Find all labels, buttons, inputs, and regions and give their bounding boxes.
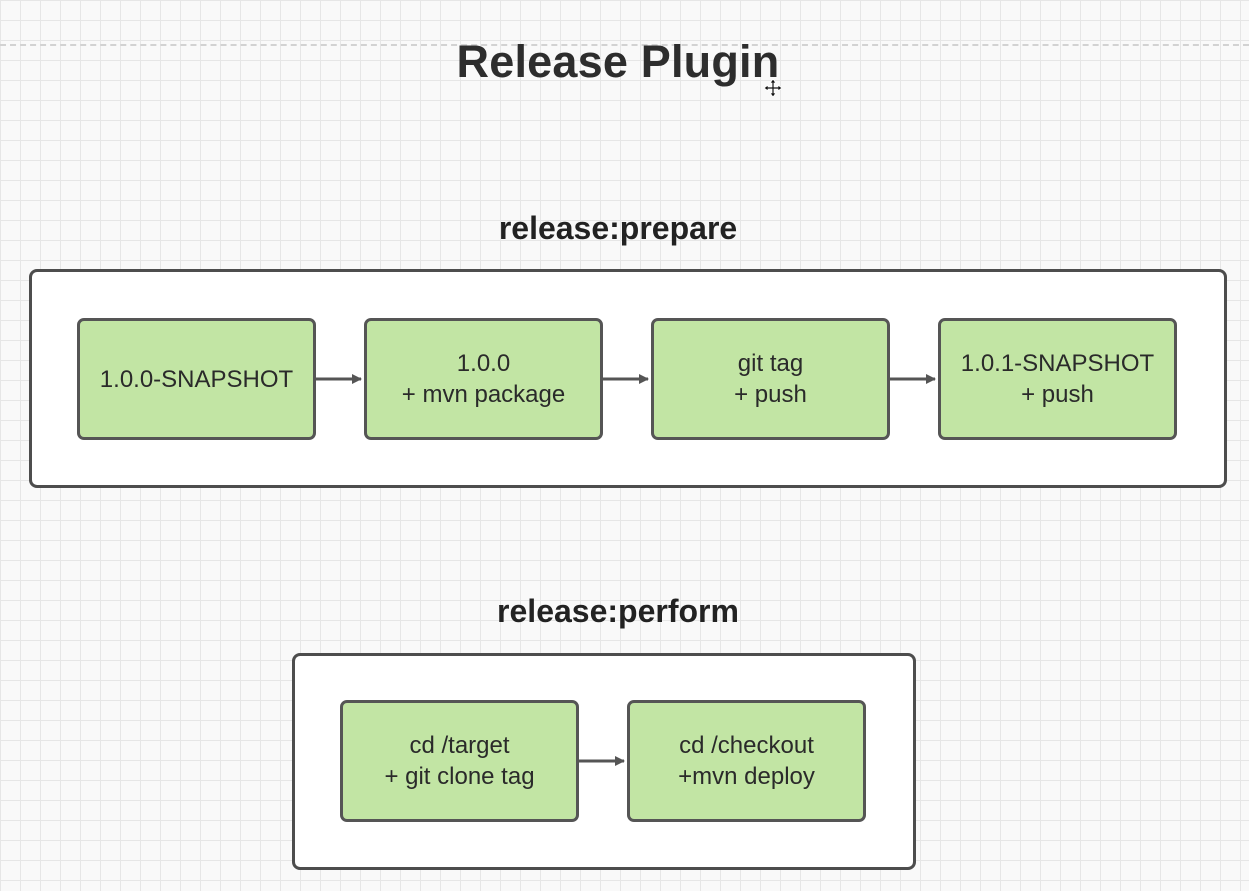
step-line-1: 1.0.0 (456, 350, 511, 377)
prepare-section-title: release:prepare (498, 210, 738, 246)
step-line-1: cd /target (409, 732, 510, 759)
diagram-title: Release Plugin (456, 36, 780, 87)
move-cursor-icon (764, 79, 782, 97)
step-line-2: + git clone tag (384, 763, 535, 790)
step-line-1: 1.0.0-SNAPSHOT (99, 365, 294, 393)
prepare-step-snapshot[interactable]: 1.0.0-SNAPSHOT (77, 318, 316, 440)
prepare-step-release-version[interactable]: 1.0.0 + mvn package (364, 318, 603, 440)
perform-section-title: release:perform (497, 593, 739, 629)
step-line-1: git tag (737, 350, 804, 377)
step-line-2: + push (1021, 381, 1094, 408)
step-line-2: + mvn package (401, 381, 566, 408)
step-line-1: 1.0.1-SNAPSHOT (960, 350, 1155, 377)
page-top-dashed-line (0, 44, 1249, 46)
prepare-step-next-snapshot[interactable]: 1.0.1-SNAPSHOT + push (938, 318, 1177, 440)
step-line-2: + push (734, 381, 807, 408)
prepare-step-git-tag[interactable]: git tag + push (651, 318, 890, 440)
perform-step-clone[interactable]: cd /target + git clone tag (340, 700, 579, 822)
step-line-2: +mvn deploy (678, 763, 815, 790)
perform-step-deploy[interactable]: cd /checkout +mvn deploy (627, 700, 866, 822)
step-line-1: cd /checkout (679, 732, 814, 759)
